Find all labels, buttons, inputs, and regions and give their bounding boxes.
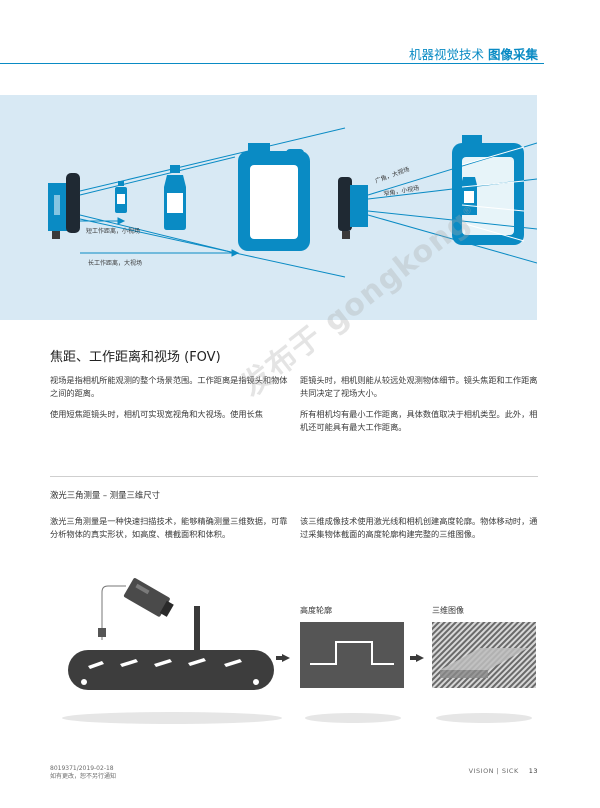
fov-paragraph-left-1: 视场是指相机所能观测的整个场景范围。工作距离是指镜头和物体之间的距离。: [50, 375, 288, 398]
header-category: 机器视觉技术: [408, 47, 484, 62]
cable-line: [101, 585, 126, 640]
laser-triangulation-illustration: 高度轮廓 三维图像: [40, 570, 545, 730]
fov-paragraph-right-1: 距镜头时，相机则能从较远处观测物体细节。镜头焦距和工作距离共同决定了视场大小。: [300, 375, 538, 398]
laser-diagram: 高度轮廓 三维图像: [62, 578, 536, 724]
footer-brand: VISION | SICK: [468, 767, 519, 775]
image-3d-label: 三维图像: [432, 605, 464, 615]
small-bottle-icon: [115, 181, 127, 213]
header-section: 图像采集: [487, 47, 538, 62]
wide-angle-label: 广角，大视场: [374, 165, 411, 185]
height-profile-panel: [300, 622, 404, 688]
laser-paragraph-left: 激光三角测量是一种快速扫描技术，能够精确测量三维数据，可靠分析物体的真实形状，如…: [50, 516, 288, 539]
fov-diagram: 短工作距离，小视场 长工作距离，大视场 广角，大: [48, 127, 537, 278]
right-fov-lines-inner: [461, 146, 525, 242]
header-title: 机器视觉技术 图像采集: [409, 44, 538, 63]
profile-shadow: [305, 713, 401, 723]
conveyor-belt: [68, 650, 274, 690]
connector-box-icon: [98, 628, 106, 637]
long-distance-label: 长工作距离，大视场: [88, 259, 142, 267]
narrow-angle-label: 窄角，小视场: [383, 184, 420, 198]
fov-paragraph-right-2: 所有相机均有最小工作距离，具体数值取决于相机类型。此外，相机还可能具有最大工作距…: [300, 409, 538, 432]
conveyor-shadow: [62, 712, 282, 724]
distance-arrows: [80, 217, 240, 257]
section-divider: [50, 476, 538, 477]
image-3d-panel: [432, 622, 536, 688]
height-profile-label: 高度轮廓: [300, 605, 332, 615]
right-camera-icon: [338, 177, 368, 239]
footer-notice: 如有更改，恕不另行通知: [50, 773, 117, 780]
page-number: 13: [528, 767, 538, 775]
laser-paragraph-right: 该三维成像技术使用激光线和相机创建高度轮廓。物体移动时，通过采集物体截面的高度轮…: [300, 516, 538, 539]
medium-bottle-icon: [164, 165, 186, 230]
short-distance-label: 短工作距离，小视场: [86, 227, 140, 235]
footer-left: 8019371/2019-02-18 如有更改，恕不另行通知: [50, 765, 116, 781]
section-title-fov: 焦距、工作距离和视场 (FOV): [50, 350, 221, 365]
fov-paragraph-left-2: 使用短焦距镜头时，相机可实现宽视角和大视场。使用长焦: [50, 409, 263, 419]
section-title-laser: 激光三角测量 – 测量三维尺寸: [50, 490, 161, 500]
right-jerrycan-icon: [452, 135, 524, 245]
header-divider: [0, 63, 544, 64]
footer-right: VISION | SICK 13: [469, 767, 538, 775]
wrench-icons: [88, 658, 242, 669]
jerrycan-icon: [238, 143, 310, 251]
arrow-icon-2: [416, 654, 424, 662]
laser-camera-icon: [123, 578, 174, 617]
fov-illustration: 短工作距离，小视场 长工作距离，大视场 广角，大: [0, 95, 537, 320]
left-camera-icon: [48, 173, 80, 239]
image3d-shadow: [436, 713, 532, 723]
arrow-icon: [282, 654, 290, 662]
footer-doc-id: 8019371/2019-02-18: [50, 765, 114, 772]
